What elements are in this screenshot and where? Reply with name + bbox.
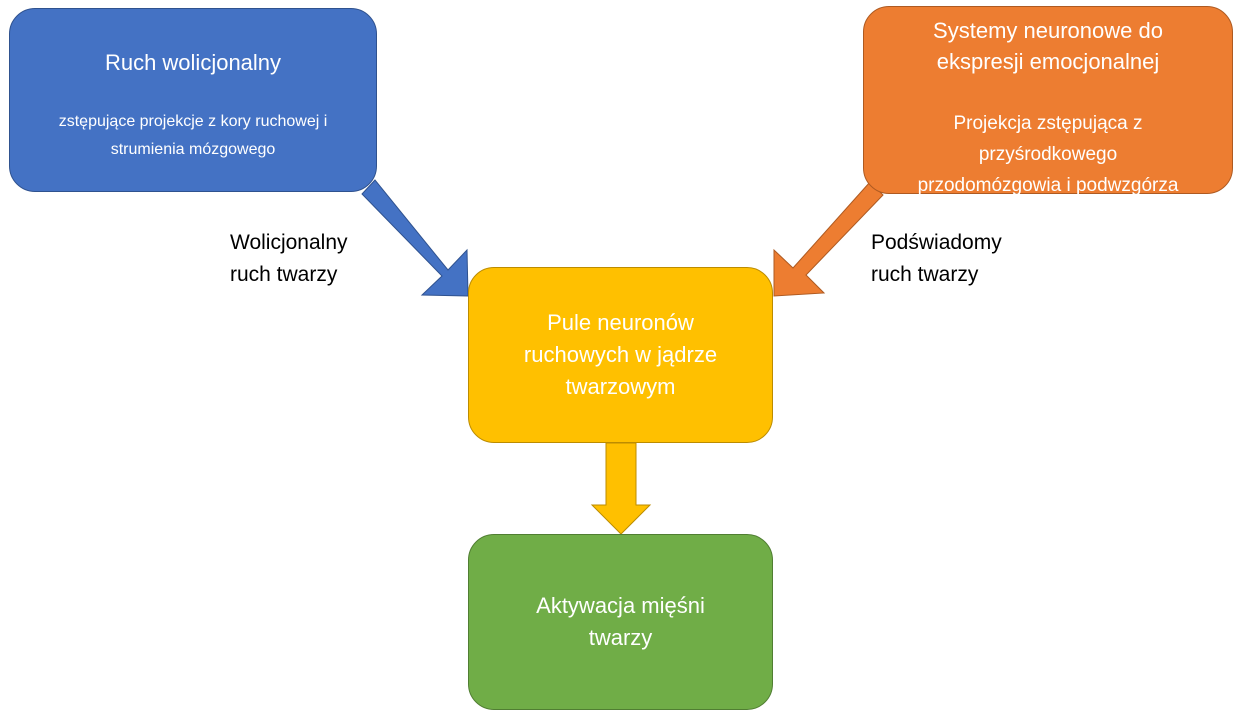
edge-label-voluntary: Wolicjonalny ruch twarzy (230, 231, 348, 286)
node-motor-pools-title: Pule neuronów ruchowych w jądrze twarzow… (523, 310, 718, 399)
arrow-emotional-to-pools (773, 181, 884, 297)
node-muscle-activation: Aktywacja mięśni twarzy (468, 534, 773, 710)
node-emotional-systems: Systemy neuronowe do ekspresji emocjonal… (863, 6, 1233, 196)
node-voluntary-title: Ruch wolicjonalny (104, 50, 282, 75)
node-motor-neuron-pools: Pule neuronów ruchowych w jądrze twarzow… (468, 267, 773, 443)
node-voluntary-movement: Ruch wolicjonalny zstępujące projekcje z… (9, 8, 377, 192)
arrow-voluntary-to-pools (361, 179, 469, 297)
node-emotional-title: Systemy neuronowe do ekspresji emocjonal… (933, 18, 1163, 74)
node-muscle-activation-title: Aktywacja mięśni twarzy (536, 593, 705, 650)
node-voluntary-subtitle: zstępujące projekcje z kory ruchowej i s… (58, 113, 328, 158)
arrow-pools-to-muscles (590, 442, 652, 535)
node-emotional-subtitle: Projekcja zstępująca z przyśrodkowego pr… (917, 113, 1179, 196)
edge-label-subconscious: Podświadomy ruch twarzy (871, 231, 1002, 286)
